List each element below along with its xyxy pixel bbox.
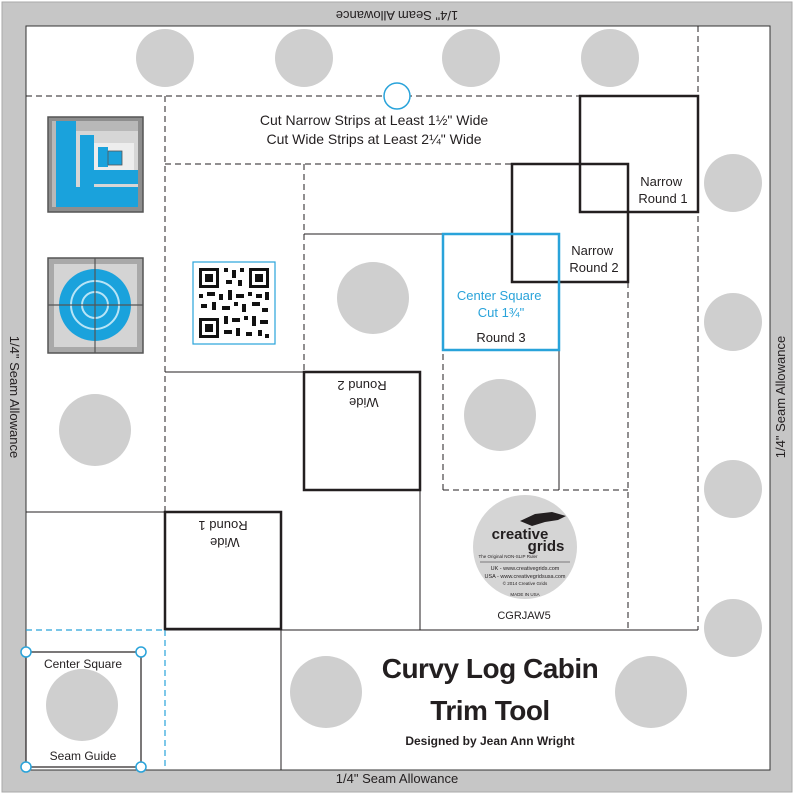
product-code: CGRJAW5 [497, 610, 550, 622]
designer-credit: Designed by Jean Ann Wright [405, 734, 574, 748]
wide-round-1-square [163, 510, 283, 631]
wide-round-2-line2: Round 2 [337, 378, 386, 393]
wide-round-1-label: Wide Round 1 [198, 518, 247, 550]
dot [615, 656, 687, 728]
narrow-round-2-line2: Round 2 [569, 260, 618, 275]
dot [442, 29, 500, 87]
center-square-cut-line2: Cut 1¾" [478, 305, 525, 320]
narrow-round-1-line1: Narrow [640, 174, 683, 189]
seam-guide-square [25, 651, 142, 768]
wide-round-2-line1: Wide [349, 395, 379, 410]
logo-made-in: MADE IN USA [510, 592, 539, 597]
logo-copyright: © 2014 Creative Grids [503, 580, 548, 586]
dot [136, 29, 194, 87]
dot [704, 460, 762, 518]
seam-guide-label-bottom: Seam Guide [50, 749, 117, 763]
wide-round-1-line1: Wide [210, 535, 240, 550]
logo-usa-url: USA - www.creativegridsusa.com [485, 574, 566, 580]
cut-narrow-text: Cut Narrow Strips at Least 1½" Wide [260, 112, 488, 128]
center-square-cut [441, 232, 561, 352]
seam-label-bottom: 1/4" Seam Allowance [336, 771, 458, 786]
center-square-cut-line1: Center Square [457, 288, 542, 303]
seam-guide-label-top: Center Square [44, 657, 122, 671]
logo-brand-line1: creative [492, 526, 549, 543]
product-title-line2: Trim Tool [430, 695, 549, 726]
narrow-round-2-label: Narrow Round 2 [569, 243, 618, 275]
dot [464, 379, 536, 451]
dot [59, 394, 131, 466]
seam-guide-handles [20, 646, 147, 773]
fox-icon [520, 512, 566, 526]
top-hanging-hole [383, 82, 411, 110]
cut-wide-text: Cut Wide Strips at Least 2¼" Wide [266, 131, 481, 147]
narrow-round-2-square [510, 162, 630, 284]
seam-label-top: 1/4" Seam Allowance [336, 8, 458, 23]
wide-round-1-line2: Round 1 [198, 518, 247, 533]
center-square-cut-label: Center Square Cut 1¾" [457, 288, 545, 320]
blue-seam-guides [26, 629, 166, 770]
dot [581, 29, 639, 87]
dot [704, 293, 762, 351]
ruler-face [25, 25, 771, 771]
dot [337, 262, 409, 334]
logo-uk-url: UK - www.creativegrids.com [491, 566, 560, 572]
wide-round-2-square [302, 370, 422, 492]
qr-code-icon [192, 261, 276, 345]
product-title-line1: Curvy Log Cabin [382, 653, 599, 684]
narrow-round-2-line1: Narrow [571, 243, 614, 258]
round-3-label: Round 3 [476, 330, 525, 345]
dot [704, 599, 762, 657]
narrow-round-1-line2: Round 1 [638, 191, 687, 206]
creative-grids-logo: creative grids The Original NON-SLIP Rul… [473, 495, 577, 599]
curvy-log-cabin-quilt-icon [47, 257, 144, 354]
narrow-round-1-square [578, 94, 700, 214]
seam-label-right: 1/4" Seam Allowance [773, 336, 788, 458]
narrow-round-1-label: Narrow Round 1 [638, 174, 687, 206]
logo-brand-line2: grids [528, 538, 565, 555]
seam-label-left: 1/4" Seam Allowance [7, 336, 22, 458]
wide-round-2-label: Wide Round 2 [337, 378, 386, 410]
dot [275, 29, 333, 87]
logo-tagline: The Original NON-SLIP Ruler [479, 554, 538, 559]
dot [46, 669, 118, 741]
log-cabin-block-icon [47, 116, 144, 213]
dot [290, 656, 362, 728]
non-slip-dots [46, 29, 762, 741]
dot [704, 154, 762, 212]
